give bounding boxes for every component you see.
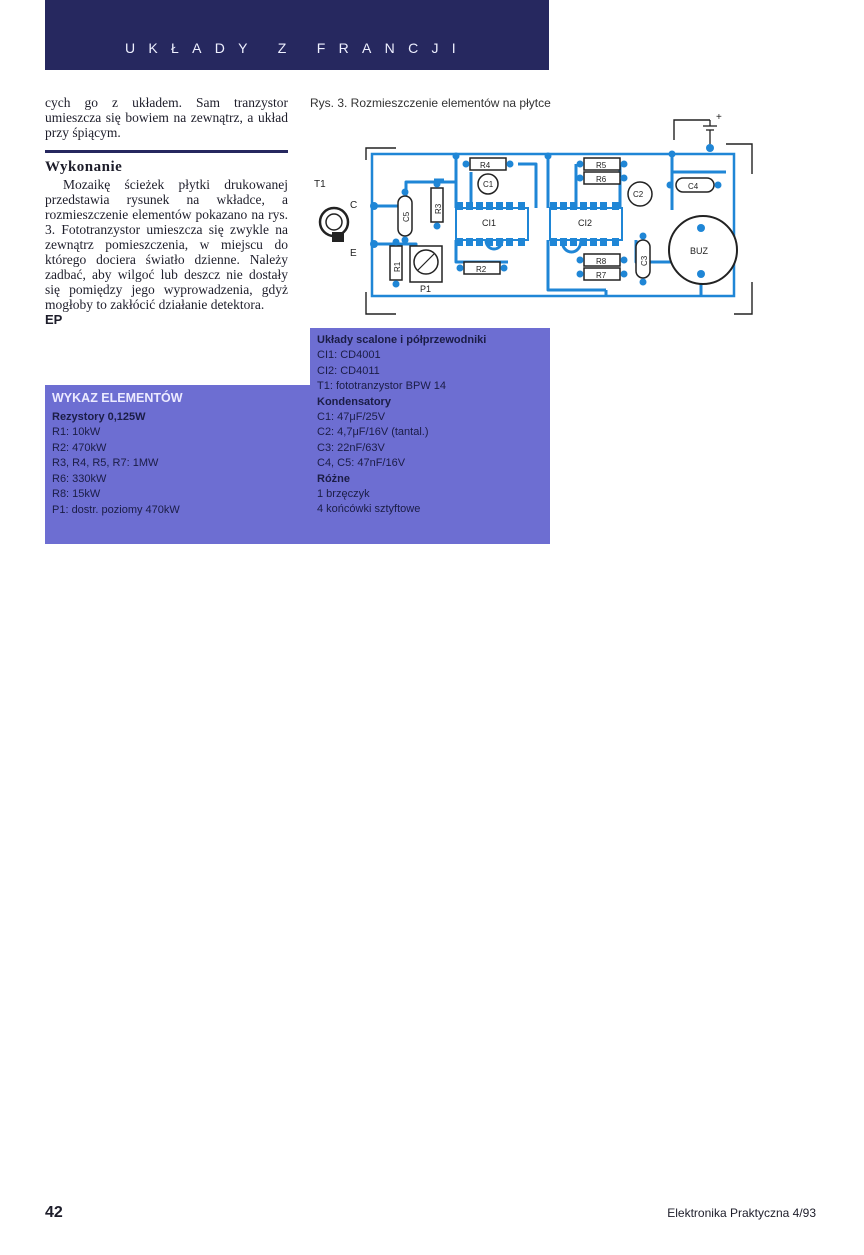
part-line: R8: 15kW <box>52 488 101 500</box>
t1-phototransistor <box>318 202 378 248</box>
crop-marks <box>365 119 753 315</box>
left-text-column: cych go z układem. Sam tranzystor umiesz… <box>45 95 288 327</box>
r8-resistor: R8 <box>583 253 621 267</box>
label-c4: C4 <box>688 182 699 191</box>
journal-name: Elektronika Praktyczna 4/93 <box>667 1206 816 1220</box>
parts-list-resistors: WYKAZ ELEMENTÓW Rezystory 0,125W R1: 10k… <box>45 385 310 544</box>
label-r2: R2 <box>476 265 487 274</box>
author-signature: EP <box>45 312 63 327</box>
ic1-chip: CI1 <box>455 202 529 246</box>
c4-capacitor: C4 <box>675 177 715 193</box>
label-t1: T1 <box>314 179 326 190</box>
figure-caption: Rys. 3. Rozmieszczenie elementów na płyt… <box>310 96 551 110</box>
part-line: R2: 470kW <box>52 441 107 454</box>
part-line: CI1: CD4001 <box>317 349 381 361</box>
label-r1: R1 <box>393 261 402 272</box>
resistors-title: Rezystory 0,125W <box>52 411 146 423</box>
part-line: R3, R4, R5, R7: 1MW <box>52 457 159 469</box>
solder-pads <box>392 144 722 288</box>
c2-capacitor: C2 <box>627 181 653 207</box>
label-p1: P1 <box>420 284 431 294</box>
label-r3: R3 <box>434 203 443 214</box>
part-line: C3: 22nF/63V <box>317 441 385 454</box>
label-e: E <box>350 248 357 259</box>
r2-resistor: R2 <box>463 261 501 275</box>
r1-resistor: R1 <box>389 245 403 281</box>
part-line: P1: dostr. poziomy 470kW <box>52 503 180 516</box>
battery-symbol <box>703 120 717 148</box>
page-header: UKŁADY Z FRANCJI <box>45 0 549 70</box>
label-c: C <box>350 200 357 211</box>
section-divider <box>45 150 288 153</box>
parts-list-semiconductors: Układy scalone i półprzewodniki CI1: CD4… <box>310 328 550 544</box>
part-line: 1 brzęczyk <box>317 487 370 500</box>
misc-title: Różne <box>317 472 350 485</box>
label-r4: R4 <box>480 161 491 170</box>
body-paragraph: Mozaikę ścieżek płytki drukowanej przeds… <box>45 177 288 312</box>
part-line: 4 końcówki sztyftowe <box>317 503 421 515</box>
part-line: C1: 47μF/25V <box>317 410 386 423</box>
label-buz: BUZ <box>690 246 709 256</box>
r3-resistor: R3 <box>430 187 444 223</box>
part-line: C2: 4,7μF/16V (tantal.) <box>317 426 429 438</box>
page-number: 42 <box>45 1204 63 1221</box>
parts-list-title: WYKAZ ELEMENTÓW <box>52 391 183 405</box>
label-r6: R6 <box>596 175 607 184</box>
label-c3: C3 <box>640 255 649 266</box>
pcb-layout-figure: + CI1 CI2 <box>314 112 753 315</box>
c5-capacitor: C5 <box>397 195 413 237</box>
board-outline <box>370 152 736 298</box>
label-c2: C2 <box>633 190 644 199</box>
semiconductors-title: Układy scalone i półprzewodniki <box>317 334 487 346</box>
label-c1: C1 <box>483 180 494 189</box>
p1-potentiometer <box>409 245 443 283</box>
r6-resistor: R6 <box>583 171 621 185</box>
part-line: C4, C5: 47nF/16V <box>317 457 406 469</box>
part-line: T1: fototranzystor BPW 14 <box>317 380 446 392</box>
part-line: CI2: CD4011 <box>317 364 380 377</box>
part-line: R1: 10kW <box>52 426 101 438</box>
label-c5: C5 <box>402 211 411 222</box>
ic2-chip: CI2 <box>549 202 623 246</box>
r5-resistor: R5 <box>583 157 621 171</box>
label-r8: R8 <box>596 257 607 266</box>
r7-resistor: R7 <box>583 267 621 281</box>
label-plus: + <box>716 112 722 123</box>
c1-capacitor: C1 <box>477 173 499 195</box>
section-title: Wykonanie <box>45 159 123 175</box>
label-r5: R5 <box>596 161 607 170</box>
label-ci2: CI2 <box>578 218 592 228</box>
label-ci1: CI1 <box>482 218 496 228</box>
intro-paragraph: cych go z układem. Sam tranzystor umiesz… <box>45 95 288 140</box>
label-r7: R7 <box>596 271 607 280</box>
buzzer: BUZ <box>668 215 738 285</box>
capacitors-title: Kondensatory <box>317 395 391 408</box>
r4-resistor: R4 <box>469 157 507 171</box>
header-title: UKŁADY Z FRANCJI <box>124 40 469 56</box>
c3-capacitor: C3 <box>635 239 651 279</box>
part-line: R6: 330kW <box>52 472 107 485</box>
